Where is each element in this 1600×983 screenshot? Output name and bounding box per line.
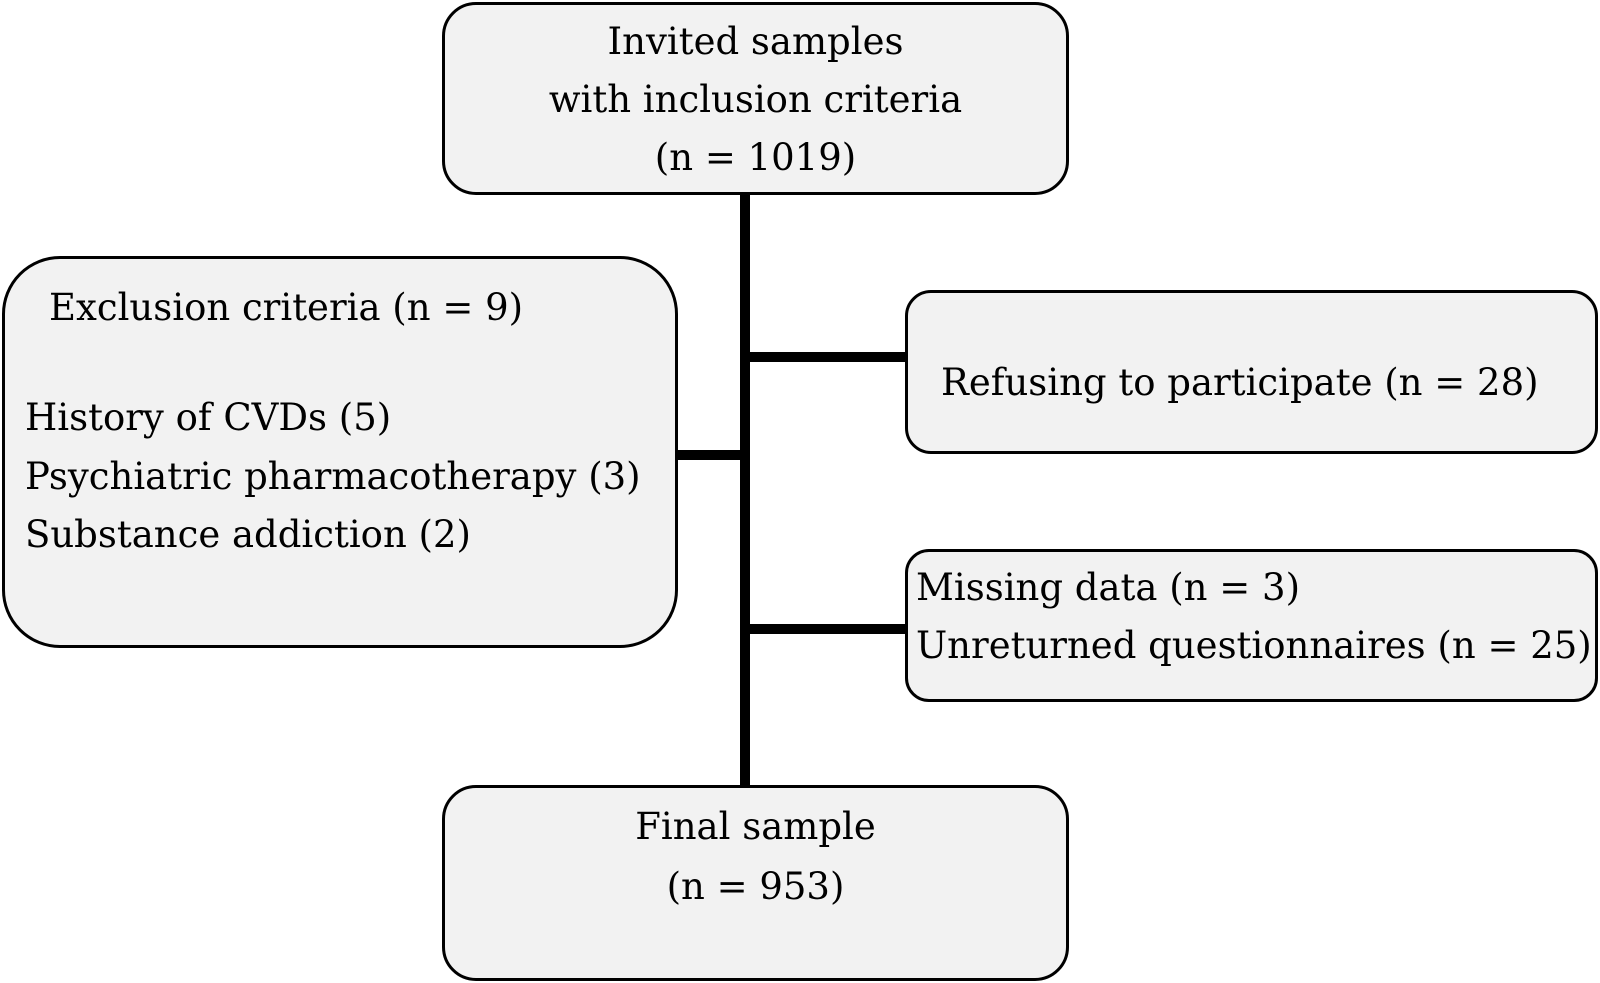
- invited-line-2: with inclusion criteria: [548, 78, 963, 121]
- main-vertical-connector: [740, 192, 750, 786]
- final-sample-box: Final sample (n = 953): [442, 785, 1069, 981]
- invited-samples-box: Invited samples with inclusion criteria …: [442, 2, 1069, 195]
- missing-connector: [745, 624, 907, 634]
- final-line-1: Final sample: [635, 805, 876, 848]
- invited-line-1: Invited samples: [607, 20, 904, 63]
- exclusion-item-cvd: History of CVDs (5): [25, 396, 392, 439]
- refusing-box: Refusing to participate (n = 28): [905, 290, 1598, 454]
- missing-line-2: Unreturned questionnaires (n = 25): [916, 624, 1592, 667]
- exclusion-criteria-box: Exclusion criteria (n = 9) History of CV…: [2, 256, 678, 648]
- exclusion-item-psychiatric: Psychiatric pharmacotherapy (3): [25, 455, 641, 498]
- exclusion-title: Exclusion criteria (n = 9): [49, 286, 524, 329]
- refusing-connector: [745, 352, 907, 362]
- exclusion-connector: [675, 450, 745, 460]
- invited-line-3: (n = 1019): [654, 136, 857, 179]
- missing-data-box: Missing data (n = 3) Unreturned question…: [905, 549, 1598, 702]
- refusing-label: Refusing to participate (n = 28): [941, 361, 1539, 404]
- missing-line-1: Missing data (n = 3): [916, 566, 1301, 609]
- exclusion-item-substance: Substance addiction (2): [25, 513, 471, 556]
- final-line-2: (n = 953): [666, 865, 845, 908]
